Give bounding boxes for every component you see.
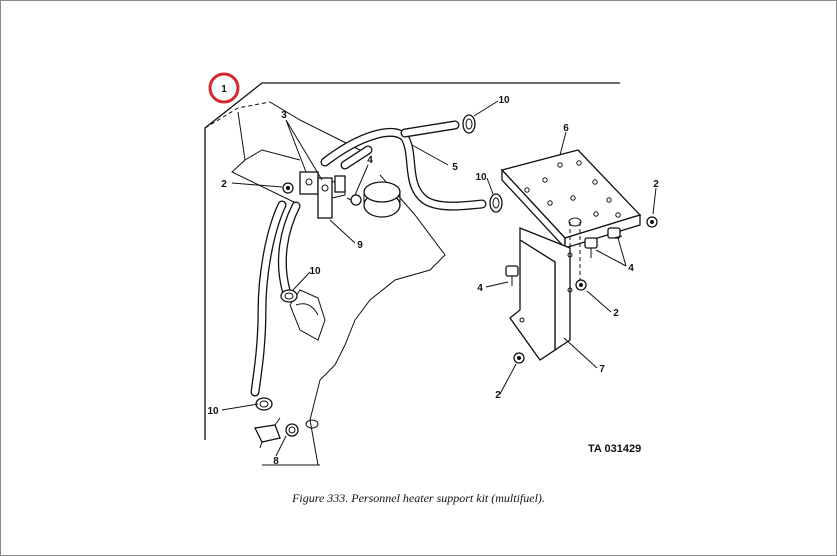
callout-10-top: 10 <box>498 95 510 106</box>
leader-arrows <box>221 100 657 457</box>
callout-2-left: 2 <box>221 179 227 190</box>
callout-2-bracket: 2 <box>613 308 619 319</box>
callout-9: 9 <box>357 240 363 251</box>
hose-left <box>250 200 301 397</box>
callout-4-bracket: 4 <box>477 283 483 294</box>
clamp-bracket-9 <box>299 171 346 219</box>
vehicle-outline <box>204 82 620 466</box>
fitting-8 <box>254 417 299 449</box>
callout-5: 5 <box>452 162 458 173</box>
support-plate-6 <box>500 149 642 250</box>
figure-caption: Figure 333. Personnel heater support kit… <box>292 491 545 505</box>
callout-6: 6 <box>563 123 569 134</box>
callout-10-left: 10 <box>309 266 321 277</box>
callout-4-upper: 4 <box>367 155 373 166</box>
hose-5 <box>320 120 487 211</box>
callout-labels: 2 3 4 5 6 10 10 2 9 10 4 4 2 7 2 10 8 <box>207 95 659 467</box>
ta-number: TA 031429 <box>588 443 641 455</box>
support-bracket-7 <box>509 217 582 361</box>
callout-2-bottom: 2 <box>495 390 501 401</box>
filler-cap <box>363 181 401 218</box>
hose-clamps-10 <box>255 114 503 411</box>
fasteners-upper-left <box>282 182 362 206</box>
callout-7: 7 <box>599 364 605 375</box>
callout-4-right: 4 <box>628 263 634 274</box>
callout-8: 8 <box>273 456 279 467</box>
callout-10-middle: 10 <box>475 172 487 183</box>
callout-3: 3 <box>281 110 287 121</box>
callout-10-bottom: 10 <box>207 406 219 417</box>
annotation-marker: 1 <box>208 72 240 104</box>
annotation-marker-label: 1 <box>221 84 227 95</box>
fasteners-right <box>505 216 658 364</box>
callout-2-right-top: 2 <box>653 179 659 190</box>
